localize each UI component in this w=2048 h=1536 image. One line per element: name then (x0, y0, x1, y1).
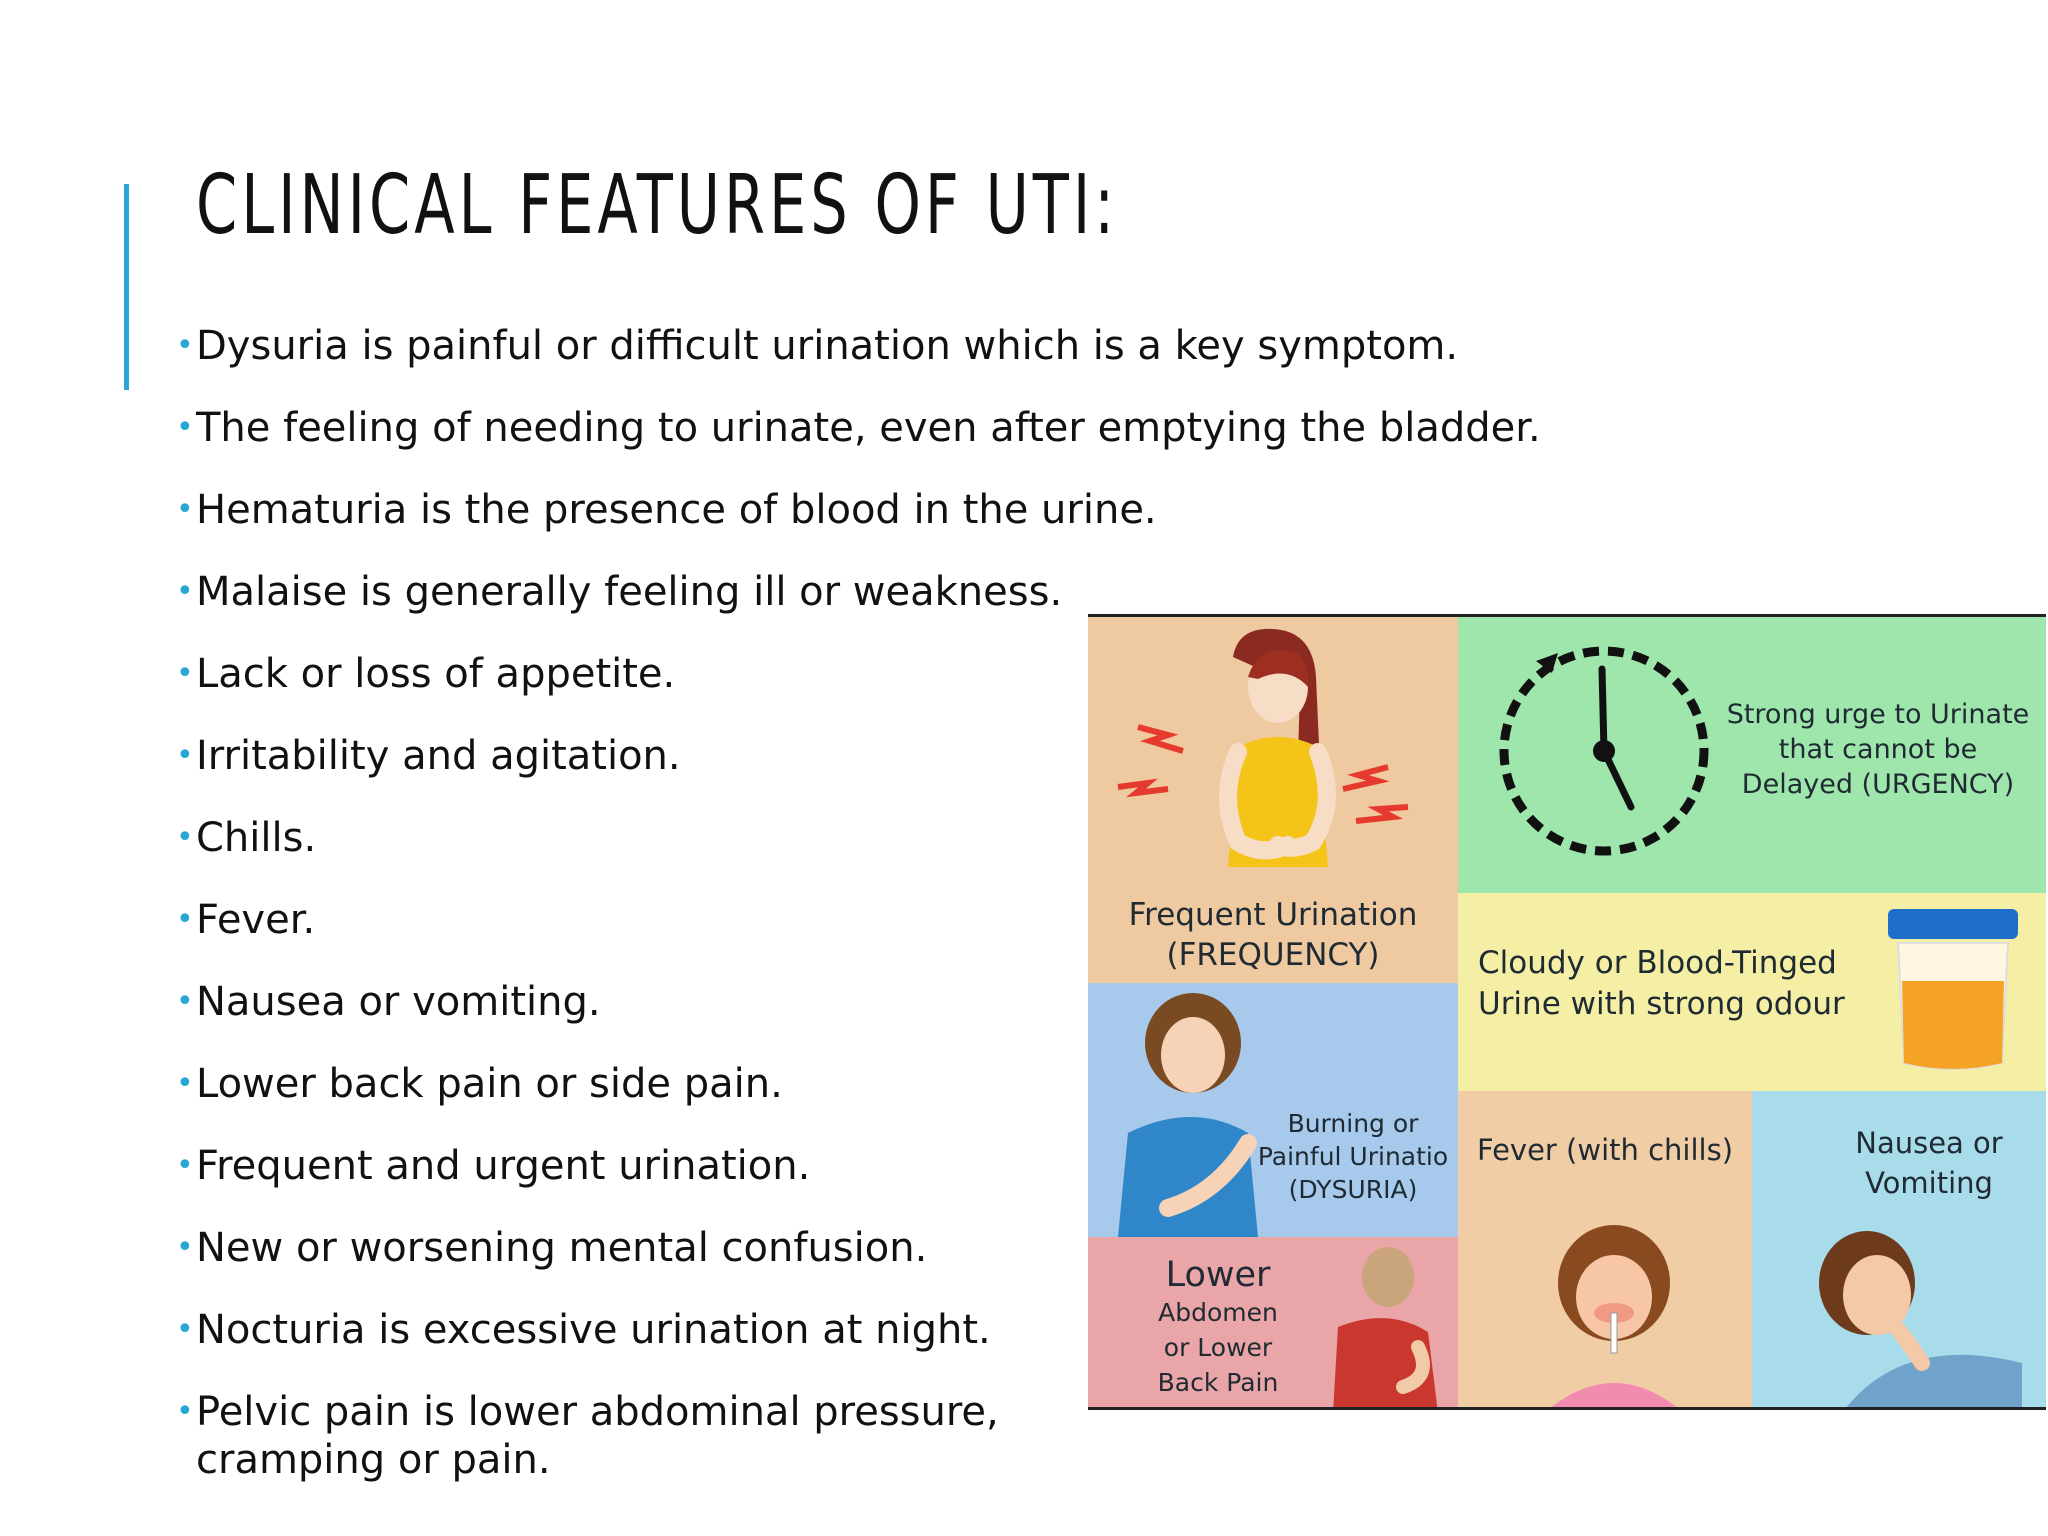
cloudy-urine-label: Cloudy or Blood-Tinged Urine with strong… (1478, 945, 1845, 1022)
list-item: •The feeling of needing to urinate, even… (176, 405, 1541, 451)
fever-panel: Fever (with chills) (1458, 1091, 1752, 1407)
bullet-dot: • (176, 984, 194, 1019)
frequency-panel: Frequent Urination (FREQUENCY) (1088, 617, 1458, 983)
bullet-dot: • (176, 1066, 194, 1101)
frequency-label: Frequent Urination (FREQUENCY) (1128, 897, 1418, 973)
dysuria-panel: Burning or Painful Urinatio (DYSURIA) (1088, 983, 1458, 1237)
list-item: •Nocturia is excessive urination at nigh… (176, 1307, 991, 1353)
cloudy-urine-panel: Cloudy or Blood-Tinged Urine with strong… (1458, 893, 2046, 1091)
urine-sample-cup-icon (1888, 909, 2018, 1070)
bullet-dot: • (176, 328, 194, 363)
list-item: •Fever. (176, 897, 316, 943)
nausea-label: Nausea or Vomiting (1855, 1126, 2003, 1200)
bullet-dot: • (176, 410, 194, 445)
woman-thermometer-illustration (1551, 1225, 1677, 1407)
clock-icon (1499, 646, 1709, 856)
bullet-dot: • (176, 1394, 194, 1429)
bullet-dot: • (176, 1148, 194, 1183)
fever-label: Fever (with chills) (1476, 1133, 1734, 1167)
list-item: •Dysuria is painful or difficult urinati… (176, 323, 1459, 369)
bullet-dot: • (176, 902, 194, 937)
title-accent-bar (124, 184, 129, 390)
bullet-dot: • (176, 656, 194, 691)
bullet-dot: • (176, 738, 194, 773)
list-item: •New or worsening mental confusion. (176, 1225, 928, 1271)
list-item: •Irritability and agitation. (176, 733, 681, 779)
urgency-panel: Strong urge to Urinate that cannot be De… (1458, 617, 2046, 893)
list-item: •Hematuria is the presence of blood in t… (176, 487, 1157, 533)
nausea-panel: Nausea or Vomiting (1752, 1091, 2046, 1407)
list-item: •Malaise is generally feeling ill or wea… (176, 569, 1063, 615)
list-item: •Lack or loss of appetite. (176, 651, 676, 697)
list-item: •Pelvic pain is lower abdominal pressure… (176, 1389, 999, 1483)
slide-title: CLINICAL FEATURES OF UTI: (196, 158, 1119, 253)
uti-symptoms-infographic: Frequent Urination (FREQUENCY) Strong ur… (1088, 614, 2046, 1410)
woman-nausea-illustration (1819, 1231, 2022, 1407)
woman-back-pain-illustration (1333, 1247, 1438, 1407)
bullet-dot: • (176, 492, 194, 527)
woman-abdominal-pain-illustration (1117, 628, 1409, 867)
list-item: •Nausea or vomiting. (176, 979, 601, 1025)
urgency-label: Strong urge to Urinate that cannot be De… (1726, 699, 2030, 800)
woman-discomfort-illustration (1118, 993, 1258, 1237)
bullet-dot: • (176, 1312, 194, 1347)
lower-back-pain-panel: Lower Abdomen or Lower Back Pain (1088, 1237, 1458, 1407)
bullet-dot: • (176, 574, 194, 609)
list-item: •Frequent and urgent urination. (176, 1143, 811, 1189)
bullet-dot: • (176, 1230, 194, 1265)
list-item: •Chills. (176, 815, 317, 861)
list-item: •Lower back pain or side pain. (176, 1061, 783, 1107)
dysuria-label: Burning or Painful Urinatio (DYSURIA) (1257, 1109, 1449, 1204)
symptom-list: •Dysuria is painful or difficult urinati… (176, 322, 1616, 1518)
lower-back-pain-label: Lower Abdomen or Lower Back Pain (1157, 1255, 1279, 1397)
bullet-dot: • (176, 820, 194, 855)
